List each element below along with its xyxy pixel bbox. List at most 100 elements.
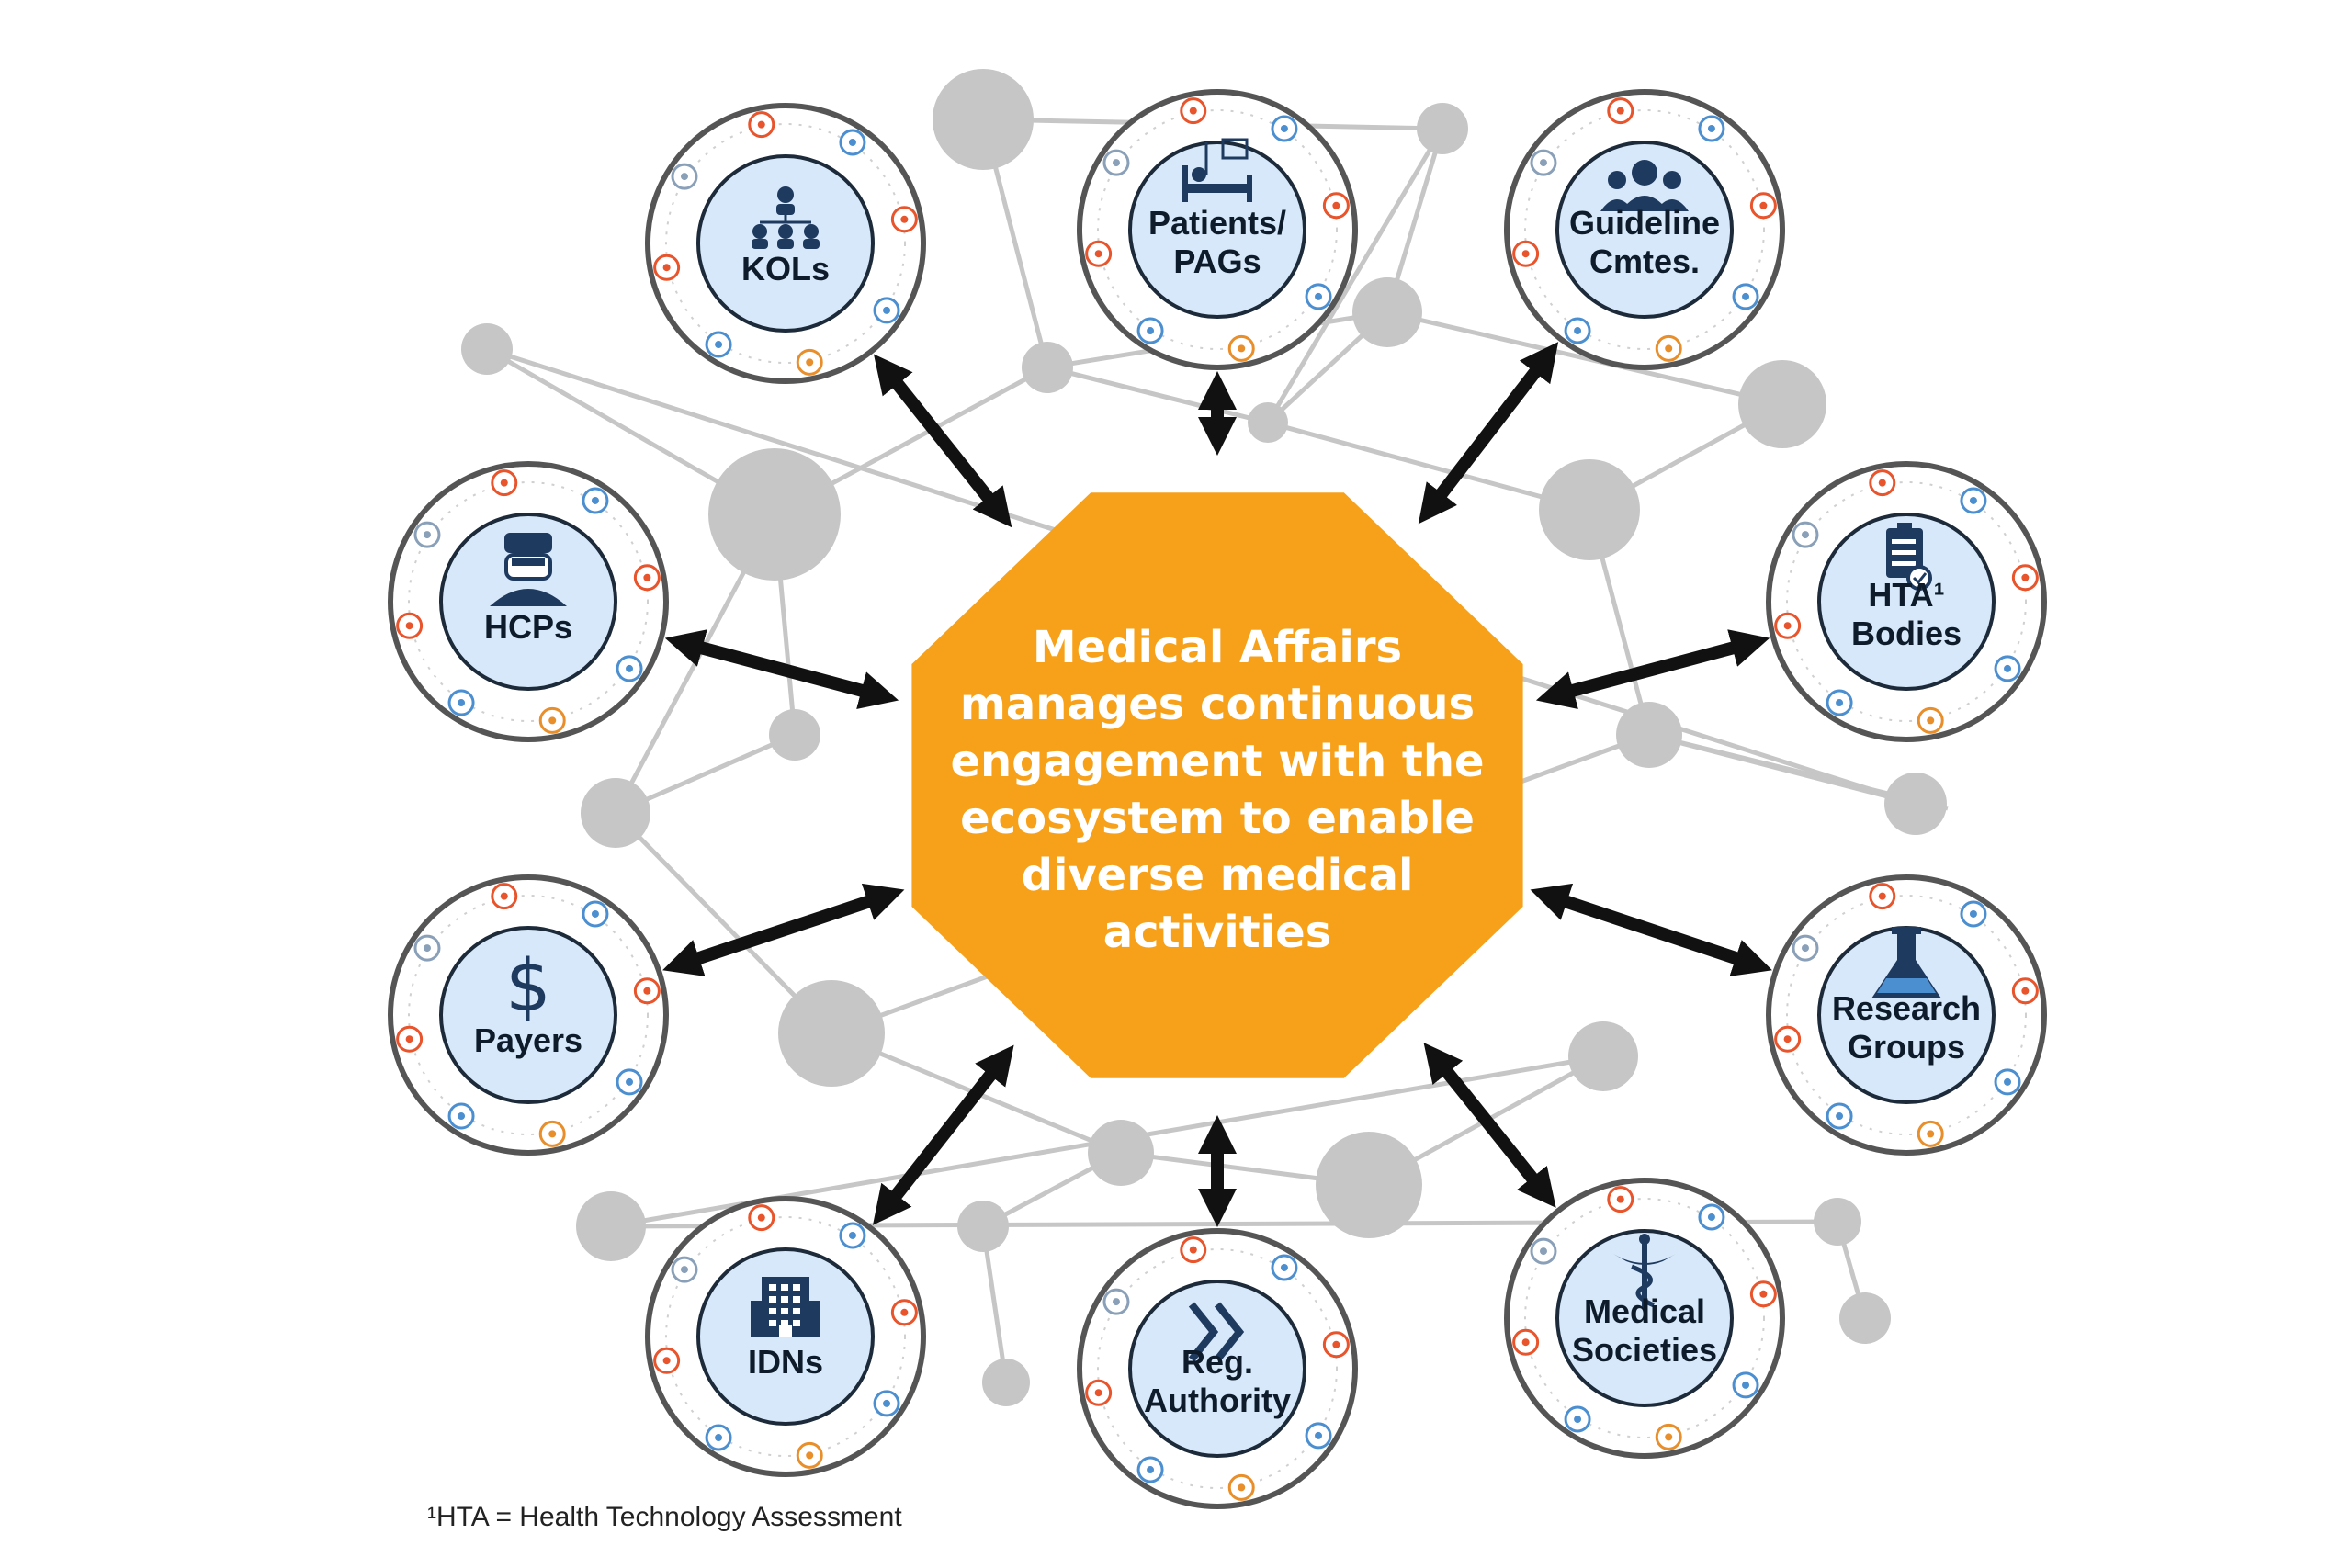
network-dot bbox=[708, 448, 841, 581]
node-dotted-ring bbox=[408, 481, 649, 722]
network-dot bbox=[1616, 702, 1682, 768]
node-label: PAGs bbox=[1173, 243, 1261, 280]
node-ring-icons bbox=[1512, 97, 1777, 362]
node-inner-circle bbox=[1817, 513, 1996, 691]
node-label: Groups bbox=[1848, 1028, 1965, 1066]
network-dot bbox=[982, 1359, 1030, 1406]
node-label: HCPs bbox=[484, 608, 572, 646]
node-dotted-ring bbox=[1524, 1198, 1765, 1438]
node-dotted-ring bbox=[1097, 109, 1338, 350]
network-dot bbox=[1352, 277, 1422, 347]
network-dot bbox=[1539, 459, 1640, 560]
node-label: Payers bbox=[474, 1021, 582, 1059]
node-label: IDNs bbox=[748, 1343, 823, 1381]
node-ring-icons bbox=[1512, 1186, 1777, 1450]
center-text-line: engagement with the bbox=[950, 736, 1484, 787]
node-ring-icons bbox=[1774, 469, 2039, 734]
node-inner-circle bbox=[1128, 1280, 1306, 1458]
node-hcps: HCPs bbox=[388, 461, 669, 742]
caduceus-icon bbox=[1613, 1234, 1676, 1309]
network-link bbox=[1046, 365, 1269, 425]
center-text-line: diverse medical bbox=[1022, 850, 1414, 901]
hospital-bed-icon bbox=[1182, 138, 1252, 202]
network-dot bbox=[1738, 360, 1826, 448]
svg-text:$: $ bbox=[505, 945, 551, 1028]
arrow-payers bbox=[662, 883, 905, 976]
center-octagon: Medical Affairs manages continuous engagem… bbox=[911, 492, 1523, 1078]
center-text-line: activities bbox=[1103, 907, 1332, 958]
building-icon bbox=[751, 1277, 820, 1337]
node-inner-circle bbox=[1128, 141, 1306, 319]
node-label: Reg. bbox=[1182, 1343, 1253, 1381]
node-payers: $Payers bbox=[388, 874, 669, 1156]
doctor-icon bbox=[490, 533, 567, 606]
network-dot bbox=[1022, 342, 1073, 393]
network-dot bbox=[1814, 1198, 1861, 1246]
network-dot bbox=[778, 980, 885, 1087]
arrow-research bbox=[1530, 883, 1772, 976]
node-regulatory: Reg.Authority bbox=[1077, 1228, 1358, 1509]
dollar-icon: $ bbox=[505, 945, 551, 1028]
network-dot bbox=[769, 709, 820, 761]
center-text-line: manages continuous bbox=[960, 679, 1475, 730]
node-dotted-ring bbox=[665, 123, 906, 364]
arrow-hcps bbox=[664, 629, 899, 709]
node-ring-icons bbox=[396, 469, 661, 734]
engagement-arrows bbox=[662, 342, 1772, 1227]
network-dot bbox=[1884, 773, 1947, 835]
node-ring-icons bbox=[1774, 883, 2039, 1147]
network-dot bbox=[1316, 1132, 1422, 1238]
node-label: Cmtes. bbox=[1589, 243, 1700, 280]
node-label: Societies bbox=[1572, 1331, 1717, 1369]
node-label: Patients/ bbox=[1148, 204, 1286, 242]
node-ring-icons bbox=[653, 111, 918, 376]
node-inner-circle bbox=[439, 926, 617, 1104]
node-label: Research bbox=[1832, 989, 1981, 1027]
network-link bbox=[980, 1225, 1009, 1383]
node-label: Authority bbox=[1144, 1382, 1291, 1419]
arrow-kols bbox=[873, 354, 1012, 528]
node-label: KOLs bbox=[741, 250, 830, 288]
node-label: HTA¹ bbox=[1868, 576, 1944, 614]
center-octagon-shape bbox=[911, 492, 1523, 1078]
network-dot bbox=[1248, 402, 1288, 443]
arrow-idns bbox=[872, 1044, 1014, 1225]
node-kols: KOLs bbox=[645, 103, 926, 384]
node-inner-circle bbox=[1555, 1229, 1734, 1407]
clipboard-check-icon bbox=[1886, 523, 1932, 591]
node-label: Medical bbox=[1584, 1292, 1705, 1330]
node-label: Bodies bbox=[1851, 615, 1962, 652]
arrow-guideline bbox=[1418, 342, 1559, 525]
network-dot bbox=[1088, 1120, 1154, 1186]
group-icon bbox=[1600, 160, 1689, 211]
node-dotted-ring bbox=[1097, 1248, 1338, 1489]
footnote: ¹HTA = Health Technology Assessment bbox=[427, 1502, 902, 1532]
node-dotted-ring bbox=[1786, 895, 2027, 1135]
arrow-societies bbox=[1423, 1043, 1556, 1208]
node-idns: IDNs bbox=[645, 1196, 926, 1477]
node-ring-icons bbox=[1085, 1236, 1350, 1501]
node-patients: Patients/PAGs bbox=[1077, 89, 1358, 370]
network-dot bbox=[576, 1191, 646, 1261]
node-dotted-ring bbox=[1786, 481, 2027, 722]
network-dot bbox=[581, 778, 650, 848]
node-ring-icons bbox=[653, 1204, 918, 1469]
center-text-line: ecosystem to enable bbox=[960, 793, 1475, 844]
node-ring-icons bbox=[1085, 97, 1350, 362]
network-dot bbox=[1568, 1021, 1638, 1091]
network-link bbox=[1386, 310, 1783, 407]
node-inner-circle bbox=[1555, 141, 1734, 319]
center-text-line: Medical Affairs bbox=[1033, 622, 1402, 673]
node-dotted-ring bbox=[408, 895, 649, 1135]
kol-network-icon bbox=[752, 186, 820, 249]
node-label: Guideline bbox=[1569, 204, 1720, 242]
arrow-hta bbox=[1535, 629, 1770, 709]
node-dotted-ring bbox=[665, 1216, 906, 1457]
network-dot bbox=[1839, 1292, 1891, 1344]
